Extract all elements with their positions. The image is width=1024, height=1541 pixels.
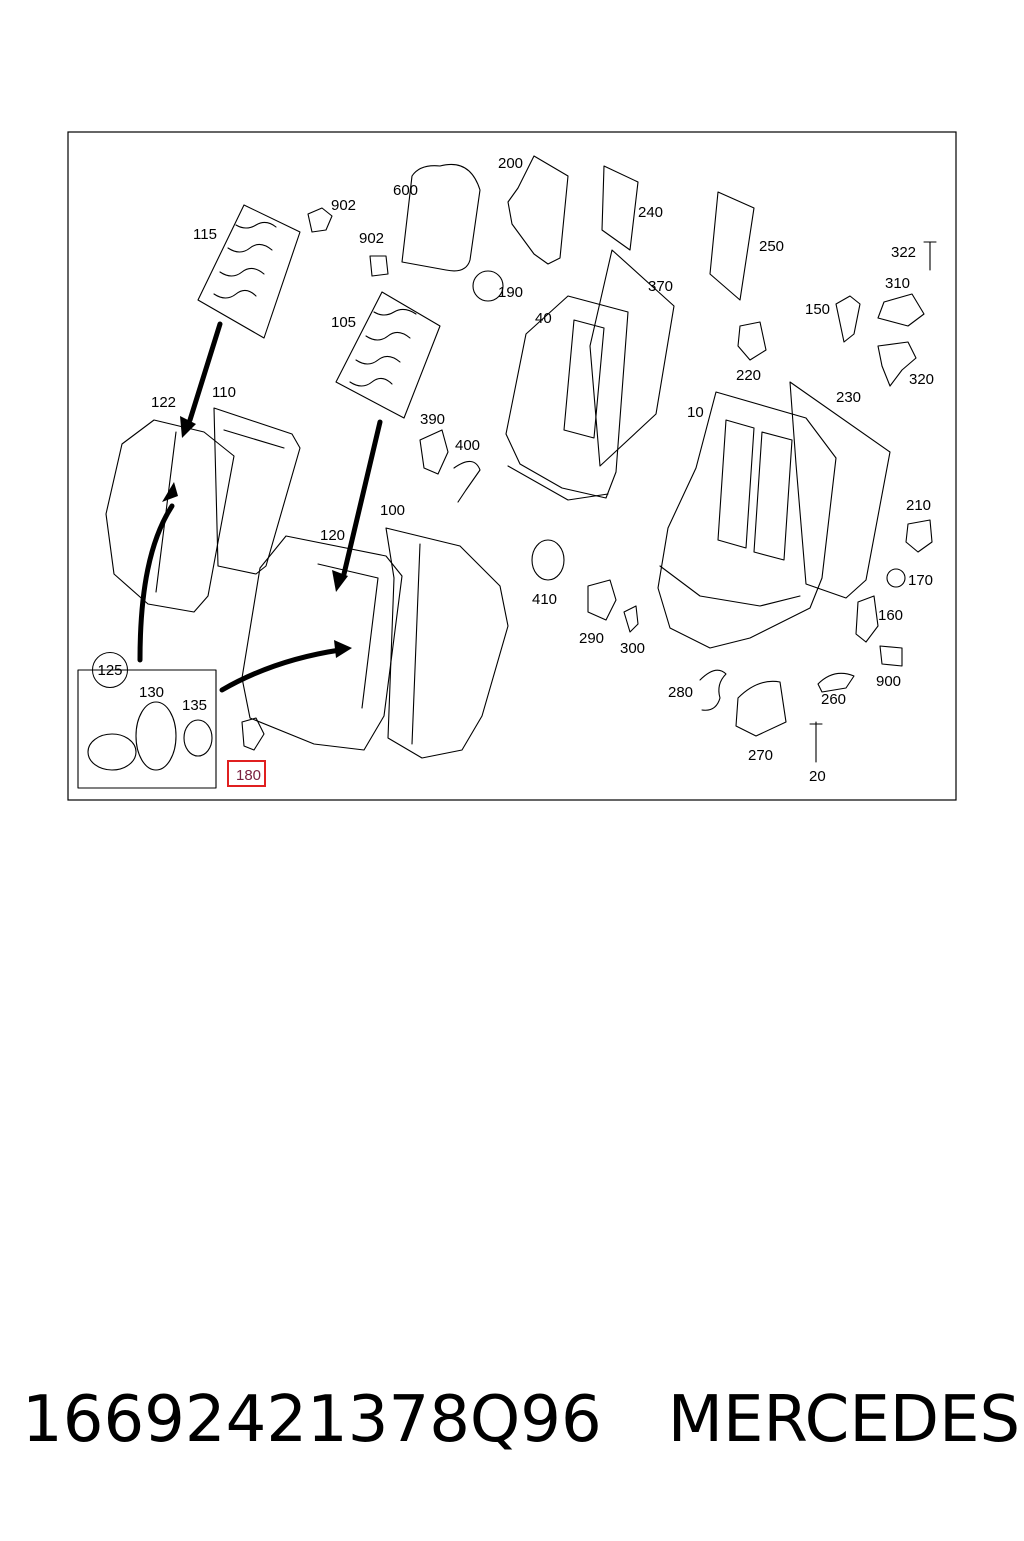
label-120: 120 <box>320 527 346 544</box>
label-250: 250 <box>759 238 785 255</box>
part-410 <box>531 539 565 581</box>
part-160 <box>855 595 879 643</box>
label-600: 600 <box>393 182 419 199</box>
label-370: 370 <box>648 278 674 295</box>
label-200: 200 <box>498 155 524 172</box>
part-290 <box>587 579 617 621</box>
label-122: 122 <box>151 394 177 411</box>
label-105: 105 <box>331 314 357 331</box>
part-number: 16692421378Q96 <box>22 1383 602 1457</box>
label-310: 310 <box>885 275 911 292</box>
label-400: 400 <box>455 437 481 454</box>
backrest-100 <box>385 527 509 759</box>
cover-600 <box>401 163 481 272</box>
panel-370 <box>589 249 675 467</box>
label-900: 900 <box>876 673 902 690</box>
panel-230 <box>789 381 891 599</box>
part-150 <box>835 295 861 343</box>
detail-box-125 <box>77 669 217 789</box>
label-40: 40 <box>535 310 552 327</box>
part-300 <box>623 605 639 633</box>
backrest-110 <box>213 407 301 575</box>
bracket-240 <box>601 165 639 251</box>
clip-902a <box>307 207 333 233</box>
arrow-125-120 <box>219 647 343 693</box>
label-270: 270 <box>748 747 774 764</box>
label-320: 320 <box>909 371 935 388</box>
label-100: 100 <box>380 502 406 519</box>
label-220: 220 <box>736 367 762 384</box>
part-400 <box>453 460 481 503</box>
frame-40 <box>505 295 629 501</box>
label-20: 20 <box>809 768 826 785</box>
arrow-105-120 <box>341 419 383 577</box>
label-170: 170 <box>908 572 934 589</box>
arrow-125-122 <box>137 503 175 663</box>
label-125: 125 <box>92 652 128 688</box>
backrest-120 <box>241 535 403 751</box>
label-135: 135 <box>182 697 208 714</box>
label-322: 322 <box>891 244 917 261</box>
label-280: 280 <box>668 684 694 701</box>
part-310 <box>877 293 925 327</box>
part-260 <box>817 672 855 693</box>
label-290: 290 <box>579 630 605 647</box>
label-240: 240 <box>638 204 664 221</box>
part-390 <box>419 429 449 475</box>
label-902: 902 <box>331 197 357 214</box>
label-110: 110 <box>212 384 236 401</box>
label-260: 260 <box>821 691 847 708</box>
diagram-border <box>67 131 957 801</box>
pad-115 <box>197 204 301 339</box>
clip-902b <box>369 255 389 277</box>
label-300: 300 <box>620 640 646 657</box>
label-902: 902 <box>359 230 385 247</box>
part-220 <box>737 321 767 361</box>
label-230: 230 <box>836 389 862 406</box>
bracket-250 <box>709 191 755 301</box>
part-20 <box>809 721 823 763</box>
label-130: 130 <box>139 684 165 701</box>
label-210: 210 <box>906 497 932 514</box>
part-320 <box>877 341 917 387</box>
part-180 <box>241 717 265 751</box>
caption: 16692421378Q96 MERCEDES <box>22 1380 1020 1460</box>
part-130-logo <box>87 733 137 771</box>
part-900 <box>879 645 903 667</box>
label-180-highlighted[interactable]: 180 <box>227 760 267 787</box>
frame-10 <box>657 391 837 649</box>
label-390: 390 <box>420 411 446 428</box>
label-115: 115 <box>193 226 217 243</box>
bracket-200 <box>507 155 569 265</box>
label-160: 160 <box>878 607 904 624</box>
part-170 <box>886 568 906 588</box>
part-135 <box>183 719 213 757</box>
part-130-disc <box>135 701 177 771</box>
brand-name: MERCEDES <box>667 1383 1021 1457</box>
part-270 <box>735 680 787 737</box>
part-280 <box>699 669 727 711</box>
label-190: 190 <box>498 284 524 301</box>
part-210 <box>905 519 933 553</box>
part-190 <box>472 270 504 302</box>
label-10: 10 <box>687 404 704 421</box>
pad-105 <box>335 291 441 419</box>
label-410: 410 <box>532 591 558 608</box>
arrow-115-122 <box>187 321 223 423</box>
part-322 <box>923 241 937 271</box>
label-150: 150 <box>805 301 831 318</box>
